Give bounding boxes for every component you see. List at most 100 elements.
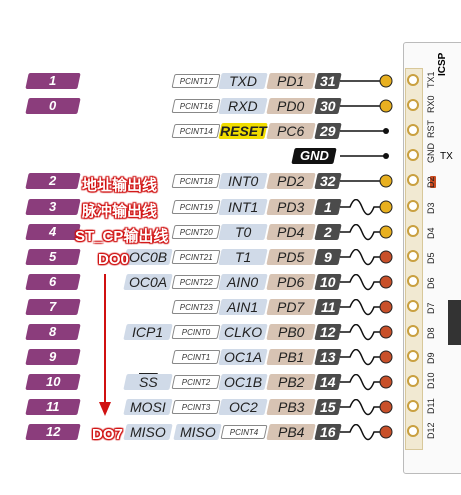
chip-pin-number: 16 (314, 424, 342, 440)
arduino-pin-number: 1 (25, 73, 81, 89)
function-label: AIN0 (218, 274, 268, 290)
alt-function-label: ICP1 (123, 324, 173, 340)
board-pin-label: D6 (426, 277, 436, 289)
pin-connector (340, 224, 393, 241)
board-pin-label: RST (426, 120, 436, 138)
pcint-label: PCINT23 (171, 300, 221, 314)
port-label: PB2 (266, 374, 316, 390)
header-pad (407, 74, 419, 86)
board-pin-label: D5 (426, 252, 436, 264)
port-label: PD1 (266, 73, 316, 89)
alt-function-label: MISO (123, 424, 173, 440)
pin-connector (340, 199, 393, 216)
pin-marker (383, 128, 389, 134)
chip (448, 300, 461, 345)
alt-function-label: MISO (173, 424, 222, 440)
pin-connector (340, 374, 393, 391)
tx-led-label: TX (440, 151, 453, 162)
pin-marker (379, 99, 393, 113)
pin-marker (379, 425, 393, 439)
alt-function-label: OC0B (123, 249, 173, 265)
pcint-label: PCINT19 (171, 200, 221, 214)
pin-connector (340, 174, 393, 188)
pcint-label: PCINT20 (171, 225, 221, 239)
pin-connector (340, 299, 393, 316)
arduino-pin-number: 0 (25, 98, 81, 114)
pcint-label: PCINT14 (171, 124, 221, 138)
header-pad (407, 149, 419, 161)
chip-pin-number: 1 (314, 199, 342, 215)
header-pad (407, 275, 419, 287)
function-label: TXD (218, 73, 268, 89)
data-direction-arrow (99, 274, 111, 416)
board-pin-label: D9 (426, 352, 436, 364)
gnd-label: GND (291, 148, 337, 164)
function-label: INT1 (218, 199, 268, 215)
pin-marker (379, 375, 393, 389)
pin-connector (340, 74, 393, 88)
header-pad (407, 124, 419, 136)
arduino-pin-number: 9 (25, 349, 81, 365)
function-label: OC1A (218, 349, 268, 365)
function-label: T1 (218, 249, 268, 265)
pin-connector (340, 274, 393, 291)
function-label: OC1B (218, 374, 268, 390)
header-pad (407, 225, 419, 237)
chip-pin-number: 15 (314, 399, 342, 415)
pcint-label: PCINT4 (220, 425, 268, 439)
pcint-label: PCINT1 (171, 350, 221, 364)
board-pin-label: RX0 (426, 95, 436, 113)
port-label: PB1 (266, 349, 316, 365)
pin-marker (379, 225, 393, 239)
board-pin-label: GND (426, 143, 436, 163)
pin-connector (340, 324, 393, 341)
arduino-pin-number: 2 (25, 173, 81, 189)
alt-function-label: OC0A (123, 274, 173, 290)
board-pin-label: D11 (426, 398, 436, 414)
header-pad (407, 250, 419, 262)
chip-pin-number: 9 (314, 249, 342, 265)
alt-function-label: MOSI (123, 399, 173, 415)
board-pin-label: D12 (426, 422, 436, 439)
address-line-note: 地址输出线 (82, 177, 158, 194)
board-pin-label: D10 (426, 372, 436, 389)
function-label: OC2 (218, 399, 268, 415)
pin-connector (340, 99, 393, 113)
header-pad (407, 400, 419, 412)
pin-marker (379, 350, 393, 364)
port-label: PD6 (266, 274, 316, 290)
chip-pin-number: 13 (314, 349, 342, 365)
pin-connector (340, 399, 393, 416)
do0-label: DO0 (98, 251, 129, 268)
pin-connector (340, 153, 389, 159)
tx-led (430, 176, 436, 188)
port-label: PD0 (266, 98, 316, 114)
chip-pin-number: 10 (314, 274, 342, 290)
arduino-pin-number: 3 (25, 199, 81, 215)
function-label: INT0 (218, 173, 268, 189)
arduino-pin-number: 5 (25, 249, 81, 265)
pin-connector (340, 128, 389, 134)
port-label: PB4 (266, 424, 316, 440)
pin-marker (379, 275, 393, 289)
port-label: PB3 (266, 399, 316, 415)
header-pad (407, 375, 419, 387)
function-label: RXD (218, 98, 268, 114)
header-pad (407, 300, 419, 312)
arduino-pin-number: 6 (25, 274, 81, 290)
port-label: PD4 (266, 224, 316, 240)
port-label: PD5 (266, 249, 316, 265)
pin-row: GND GND (0, 143, 461, 166)
function-label: T0 (218, 224, 268, 240)
board-pin-label: D4 (426, 227, 436, 239)
header-pad (407, 350, 419, 362)
alt-function-label: SS (123, 374, 173, 390)
